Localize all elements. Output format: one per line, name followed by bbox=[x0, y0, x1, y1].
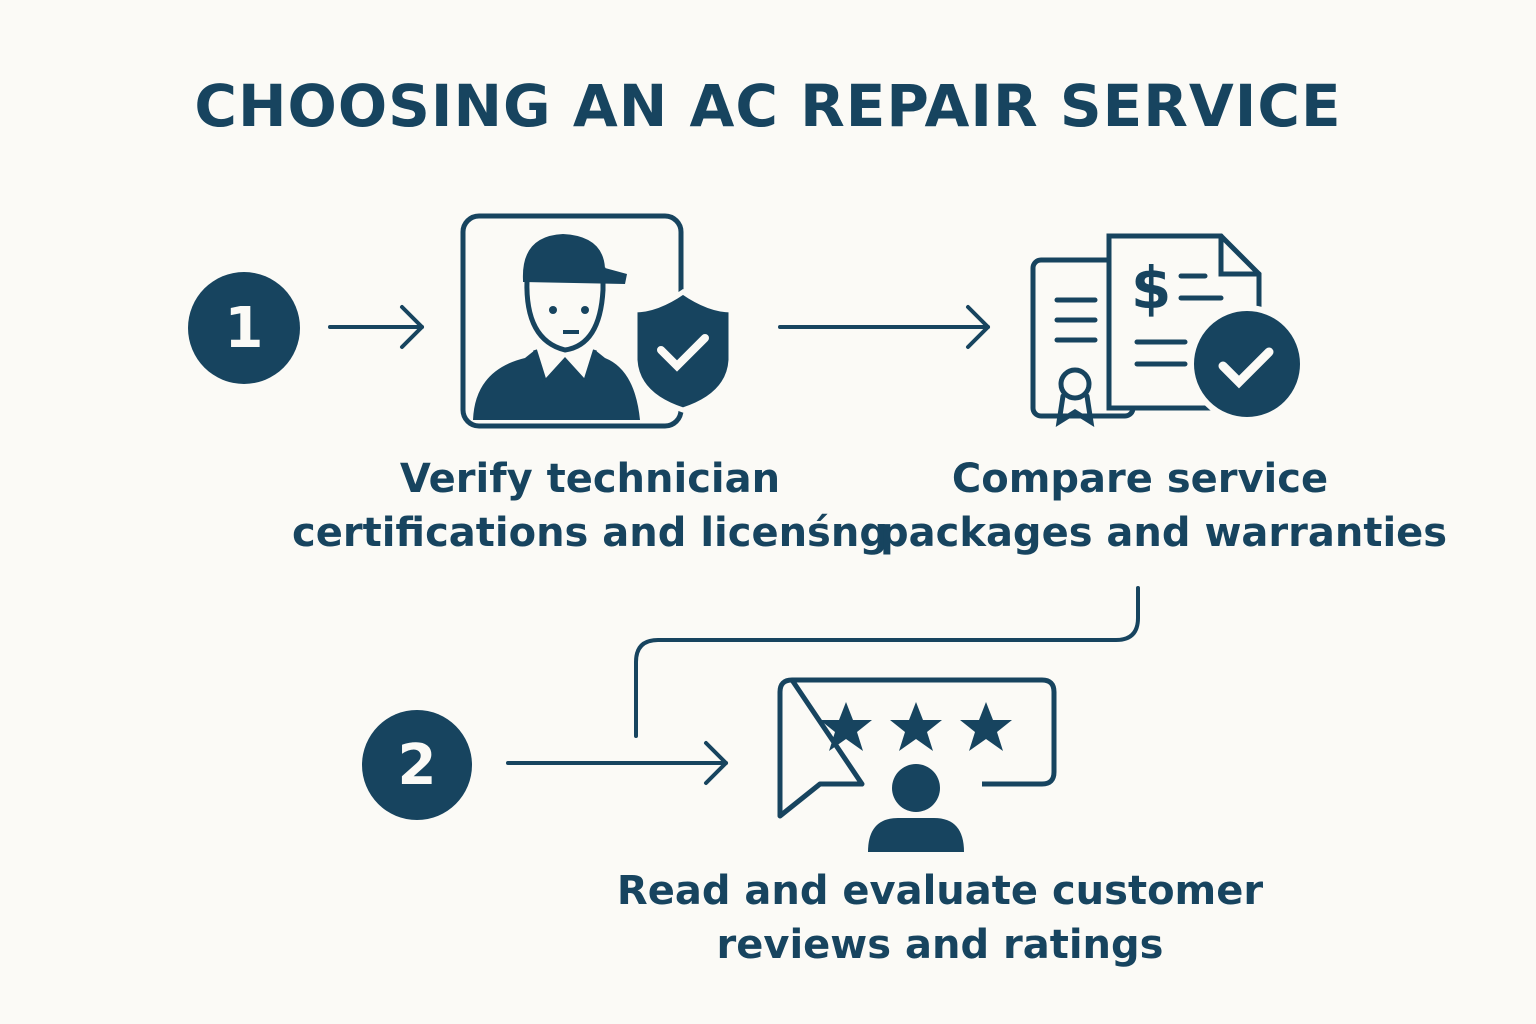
reviews-stars-icon bbox=[777, 677, 1057, 852]
step-1-label: Verify technician certifications and lic… bbox=[280, 452, 900, 560]
technician-shield-icon bbox=[460, 213, 734, 429]
step-3-label-line-1: Read and evaluate customer bbox=[616, 868, 1264, 914]
connector-elbow bbox=[634, 586, 1140, 738]
svg-text:$: $ bbox=[1131, 254, 1171, 322]
documents-dollar-check-icon: $ bbox=[1030, 233, 1306, 428]
arrow-1-to-icon bbox=[328, 305, 424, 349]
step-number-1: 1 bbox=[188, 272, 300, 384]
step-2-label-line-2: packages and warranties bbox=[880, 510, 1448, 556]
step-3-label: Read and evaluate customer reviews and r… bbox=[600, 864, 1280, 972]
step-1-label-line-2: certifications and licenśng bbox=[292, 510, 888, 556]
step-3-label-line-2: reviews and ratings bbox=[716, 922, 1164, 968]
step-1-label-line-1: Verify technician bbox=[399, 456, 781, 502]
step-2-label: Compare service packages and warranties bbox=[880, 452, 1448, 560]
step-number-2: 2 bbox=[362, 710, 472, 820]
page-title: CHOOSING AN AC REPAIR SERVICE bbox=[194, 72, 1342, 140]
arrow-icon-to-documents bbox=[778, 305, 990, 349]
arrow-2-to-reviews bbox=[506, 741, 728, 785]
step-2-label-line-1: Compare service bbox=[951, 456, 1329, 502]
